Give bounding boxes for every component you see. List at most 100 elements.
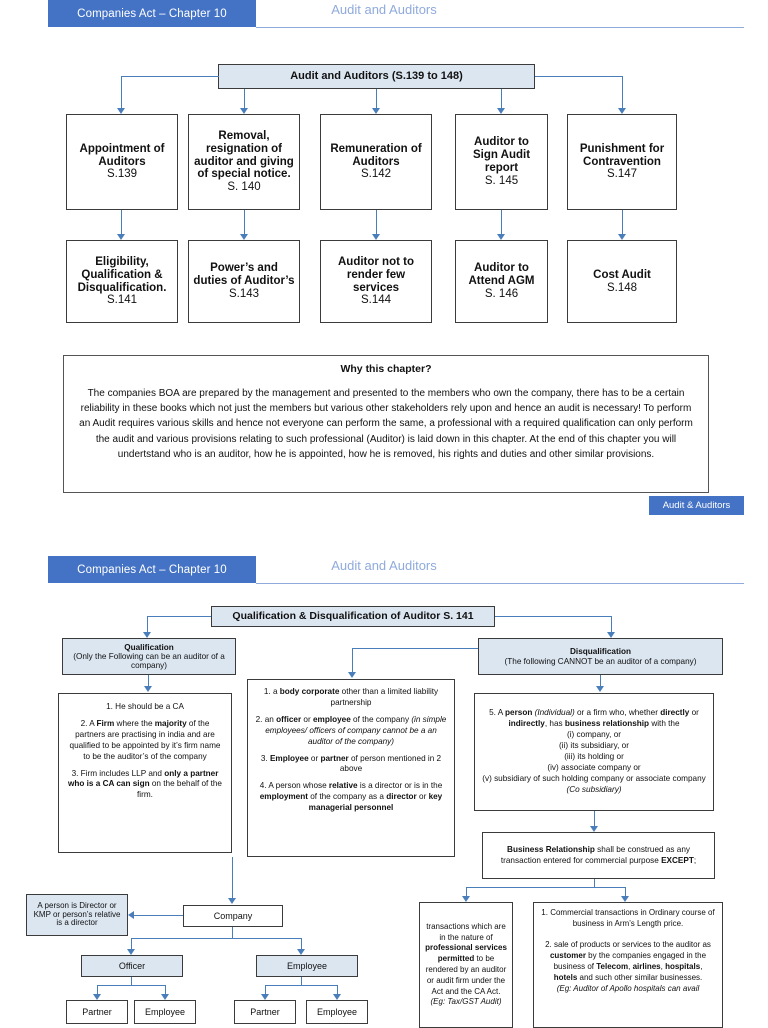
connector-leaf-2 <box>165 985 167 996</box>
qualification-item: 3. Firm includes LLP and only a partner … <box>68 768 222 800</box>
node-title: Power’s and duties of Auditor’s <box>193 262 295 288</box>
chapter-tab: Companies Act – Chapter 10 <box>48 0 256 27</box>
node-section: S.141 <box>106 294 138 307</box>
arrow-root-4 <box>497 108 505 114</box>
disqualification-item5: 5. A person (Individual) or a firm who, … <box>482 708 706 794</box>
header-divider-2 <box>256 583 744 584</box>
connector-leaf-1 <box>97 985 99 996</box>
arrow-item5-down <box>590 826 598 832</box>
connector-s2-root-right <box>495 616 611 618</box>
node-section: S.143 <box>228 287 260 300</box>
arrow-col4 <box>497 234 505 240</box>
node-title: Removal, resignation of auditor and givi… <box>194 129 294 181</box>
leaf-box-partner-officer: Partner <box>66 1000 128 1024</box>
arrow-col2 <box>240 234 248 240</box>
root-node-audit-and-auditors: Audit and Auditors (S.139 to 148) <box>218 64 535 89</box>
connector-root-down-3 <box>376 89 378 109</box>
arrow-root-1 <box>117 108 125 114</box>
connector-leaf-3 <box>265 985 267 996</box>
arrow-col5 <box>618 234 626 240</box>
connector-disq-to-middle <box>352 648 478 650</box>
slide-title: Audit and Auditors <box>331 2 437 17</box>
node-remuneration-of-auditors: Remuneration of Auditors S.142 <box>320 114 432 210</box>
disqualification-heading: Disqualification <box>570 647 631 657</box>
node-section: S. 146 <box>484 287 519 300</box>
connector-company-split <box>131 938 302 940</box>
relative-note-box: A person is Director or KMP or person’s … <box>26 894 128 936</box>
qualification-list: 1. He should be a CA 2. A Firm where the… <box>67 702 223 801</box>
node-title: Appointment of Auditors <box>79 142 165 168</box>
footer-tag-audit-and-auditors: Audit & Auditors <box>649 496 744 515</box>
node-removal-resignation: Removal, resignation of auditor and givi… <box>188 114 300 210</box>
slide-qualification-disqualification: Companies Act – Chapter 10 Audit and Aud… <box>0 556 768 1028</box>
connector-root-down-4 <box>501 89 503 109</box>
qualification-heading: Qualification <box>124 642 174 652</box>
connector-root-down-1 <box>121 76 123 109</box>
arrow-leaf-2 <box>161 994 169 1000</box>
node-title: Auditor not to render few services <box>337 255 414 294</box>
arrow-except-right <box>621 896 629 902</box>
connector-root-down-2 <box>244 89 246 109</box>
connector-employee-leaf-split <box>265 985 337 987</box>
except-commercial-transactions-text: 1. Commercial transactions in Ordinary c… <box>541 908 715 993</box>
connector-root-horizontal-right <box>535 76 623 78</box>
arrow-middle-list <box>348 672 356 678</box>
connector-col1-down <box>121 210 123 235</box>
node-auditor-to-sign-audit-report: Auditor to Sign Audit report S. 145 <box>455 114 548 210</box>
node-title: Auditor to Attend AGM <box>468 262 535 288</box>
slide2-header: Companies Act – Chapter 10 Audit and Aud… <box>0 556 768 596</box>
except-commercial-transactions-box: 1. Commercial transactions in Ordinary c… <box>533 902 723 1028</box>
disqualification-item: 1. a body corporate other than a limited… <box>263 687 439 707</box>
node-powers-and-duties-of-auditors: Power’s and duties of Auditor’s S.143 <box>188 240 300 323</box>
connector-leaf-4 <box>337 985 339 996</box>
disqualification-list: 1. a body corporate other than a limited… <box>255 687 447 814</box>
qualification-item: 1. He should be a CA <box>106 702 184 711</box>
arrow-except-left <box>462 896 470 902</box>
node-section: S.148 <box>606 281 638 294</box>
connector-col3-down <box>376 210 378 235</box>
leaf-box-partner-employee: Partner <box>234 1000 296 1024</box>
arrow-leaf-3 <box>261 994 269 1000</box>
connector-qualification-down <box>148 675 150 687</box>
chapter-tab-2: Companies Act – Chapter 10 <box>48 556 256 583</box>
node-title: Auditor to Sign Audit report <box>472 136 531 174</box>
node-auditor-to-attend-agm: Auditor to Attend AGM S. 146 <box>455 240 548 323</box>
arrow-root-2 <box>240 108 248 114</box>
connector-employee-down <box>301 938 303 950</box>
node-section: S. 140 <box>227 181 261 194</box>
node-title: Cost Audit <box>593 268 651 281</box>
qualification-list-box: 1. He should be a CA 2. A Firm where the… <box>58 693 232 853</box>
node-title: Remuneration of Auditors <box>330 142 422 168</box>
connector-col5-down <box>622 210 624 235</box>
node-section: S.144 <box>360 294 392 307</box>
slide1-header: Companies Act – Chapter 10 Audit and Aud… <box>0 0 768 40</box>
arrow-disqualification <box>596 686 604 692</box>
arrow-col1 <box>117 234 125 240</box>
arrow-leaf-1 <box>93 994 101 1000</box>
connector-officer-down <box>131 938 133 950</box>
connector-officer-leaf-split <box>97 985 166 987</box>
connector-root-horizontal <box>121 76 219 78</box>
arrow-to-company <box>228 898 236 904</box>
node-section: S.142 <box>360 168 392 181</box>
connector-company-down <box>232 927 234 939</box>
connector-company-to-note <box>134 915 183 917</box>
qualification-header-box: Qualification (Only the Following can be… <box>62 638 236 675</box>
connector-br-right-down <box>625 887 627 897</box>
except-professional-services-text: transactions which are in the nature of … <box>425 921 507 1007</box>
qualification-item: 2. A Firm where the majority of the part… <box>69 718 221 761</box>
node-title: Punishment for Contravention <box>579 142 665 168</box>
connector-item5-down <box>594 811 596 827</box>
officer-box: Officer <box>81 955 183 977</box>
node-section: S.139 <box>106 168 138 181</box>
connector-root-down-5 <box>622 76 624 109</box>
slide-title-2: Audit and Auditors <box>331 558 437 573</box>
disqualification-header-box: Disqualification (The following CANNOT b… <box>478 638 723 675</box>
why-this-chapter-title: Why this chapter? <box>340 363 432 375</box>
connector-employee-leaf-down <box>301 977 303 986</box>
header-divider <box>256 27 744 28</box>
node-eligibility-qualification-disqualification: Eligibility, Qualification & Disqualific… <box>66 240 178 323</box>
arrow-root-5 <box>618 108 626 114</box>
node-punishment-for-contravention: Punishment for Contravention S.147 <box>567 114 677 210</box>
disqualification-list-box: 1. a body corporate other than a limited… <box>247 679 455 857</box>
